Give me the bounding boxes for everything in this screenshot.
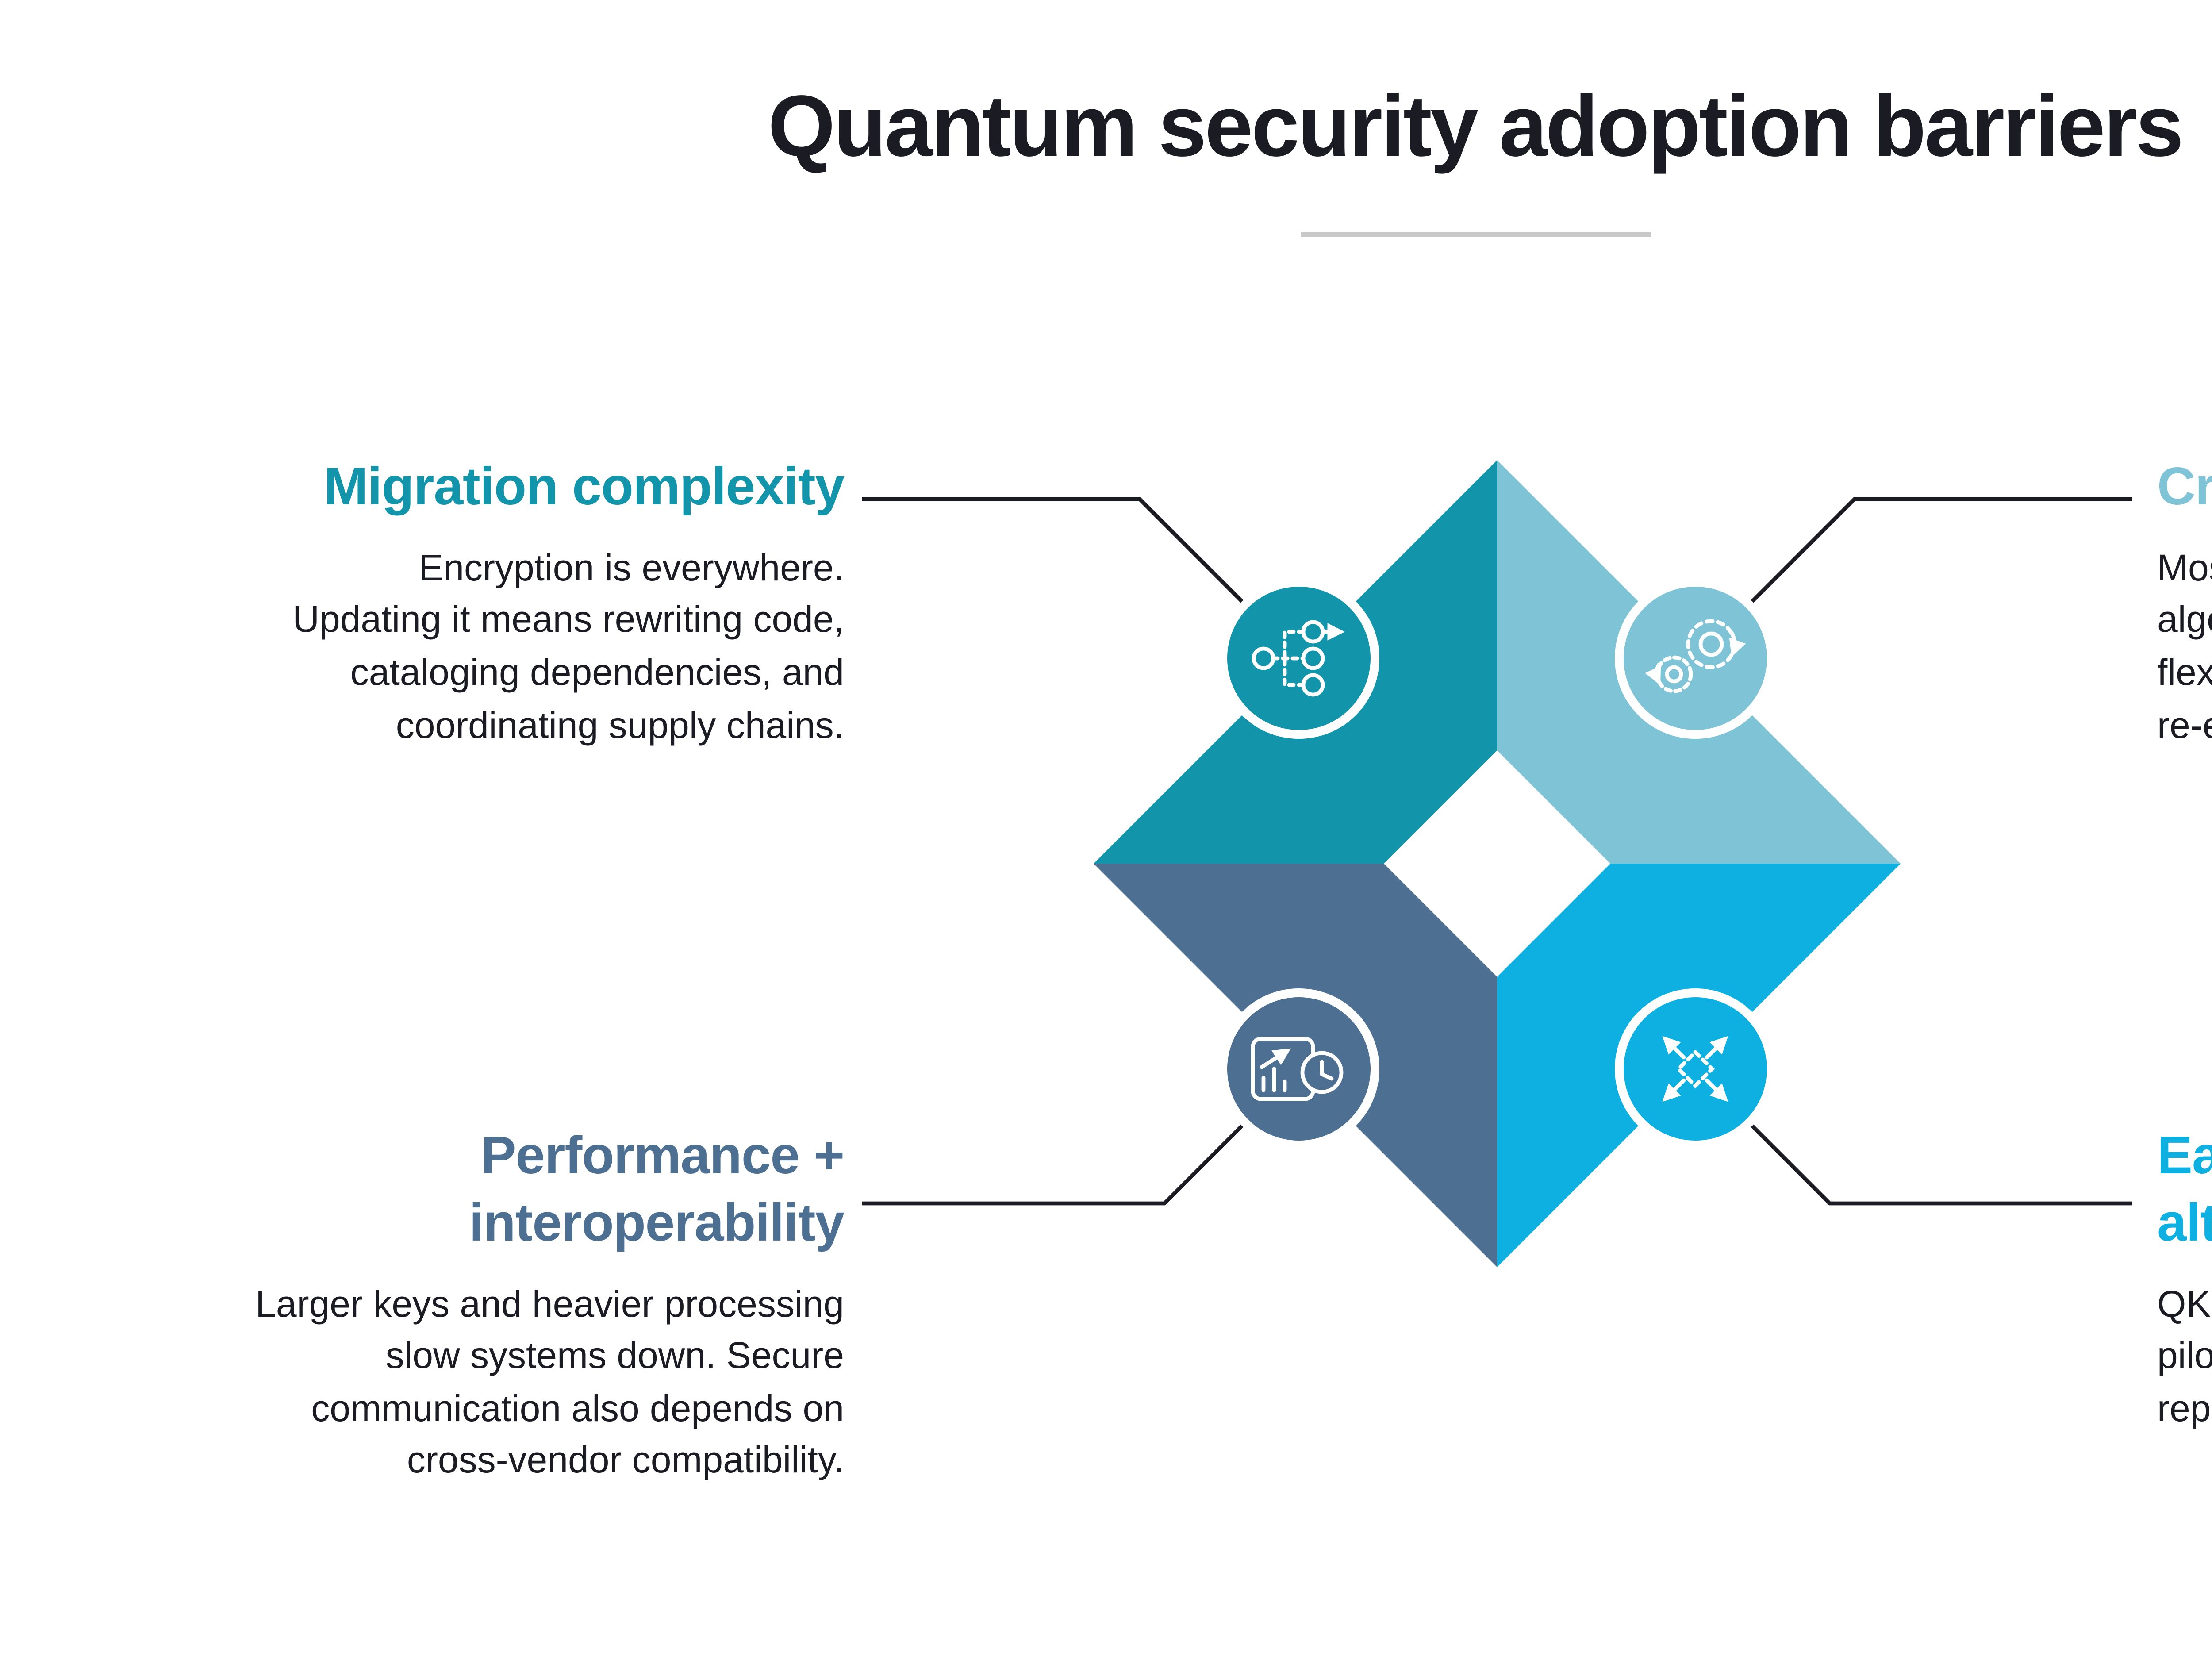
barrier-crypto-agility-body: Most systems can’t swap algorithms easil… [2157, 548, 2212, 746]
barrier-performance-body: Larger keys and heavier processing slow … [255, 1284, 844, 1482]
barrier-migration-body: Encryption is everywhere. Updating it me… [292, 548, 844, 746]
barrier-early-stage-heading: Early-stage alternatives [2157, 1127, 2212, 1253]
connector-migration [862, 497, 1248, 607]
connector-early-stage [1747, 1120, 2132, 1206]
barrier-migration: Migration complexity Encryption is every… [83, 455, 845, 753]
title-divider [1300, 232, 1650, 237]
barrier-early-stage-body: QKD and QRNG are still in pilots. They’r… [2157, 1284, 2212, 1430]
barrier-crypto-agility-heading: Crypto-agility gap [2157, 458, 2212, 517]
barrier-performance-heading: Performance + interoperability [469, 1127, 845, 1253]
page-title: Quantum security adoption barriers [768, 80, 2184, 175]
performance-icon-circle [1218, 988, 1379, 1149]
crypto-agility-icon-circle [1615, 578, 1776, 739]
dependency-map-icon [1252, 620, 1345, 697]
expand-arrows-icon [1662, 1036, 1728, 1102]
chart-clock-icon [1251, 1037, 1344, 1101]
barrier-migration-heading: Migration complexity [323, 458, 845, 517]
barrier-crypto-agility: Crypto-agility gap Most systems can’t sw… [2157, 455, 2212, 753]
connector-crypto-agility [1747, 497, 2132, 607]
connector-performance [862, 1120, 1248, 1206]
gears-icon [1645, 619, 1746, 693]
barrier-early-stage: Early-stage alternatives QKD and QRNG ar… [2157, 1124, 2212, 1436]
barrier-performance: Performance + interoperability Larger ke… [65, 1124, 845, 1488]
early-stage-icon-circle [1615, 988, 1776, 1149]
